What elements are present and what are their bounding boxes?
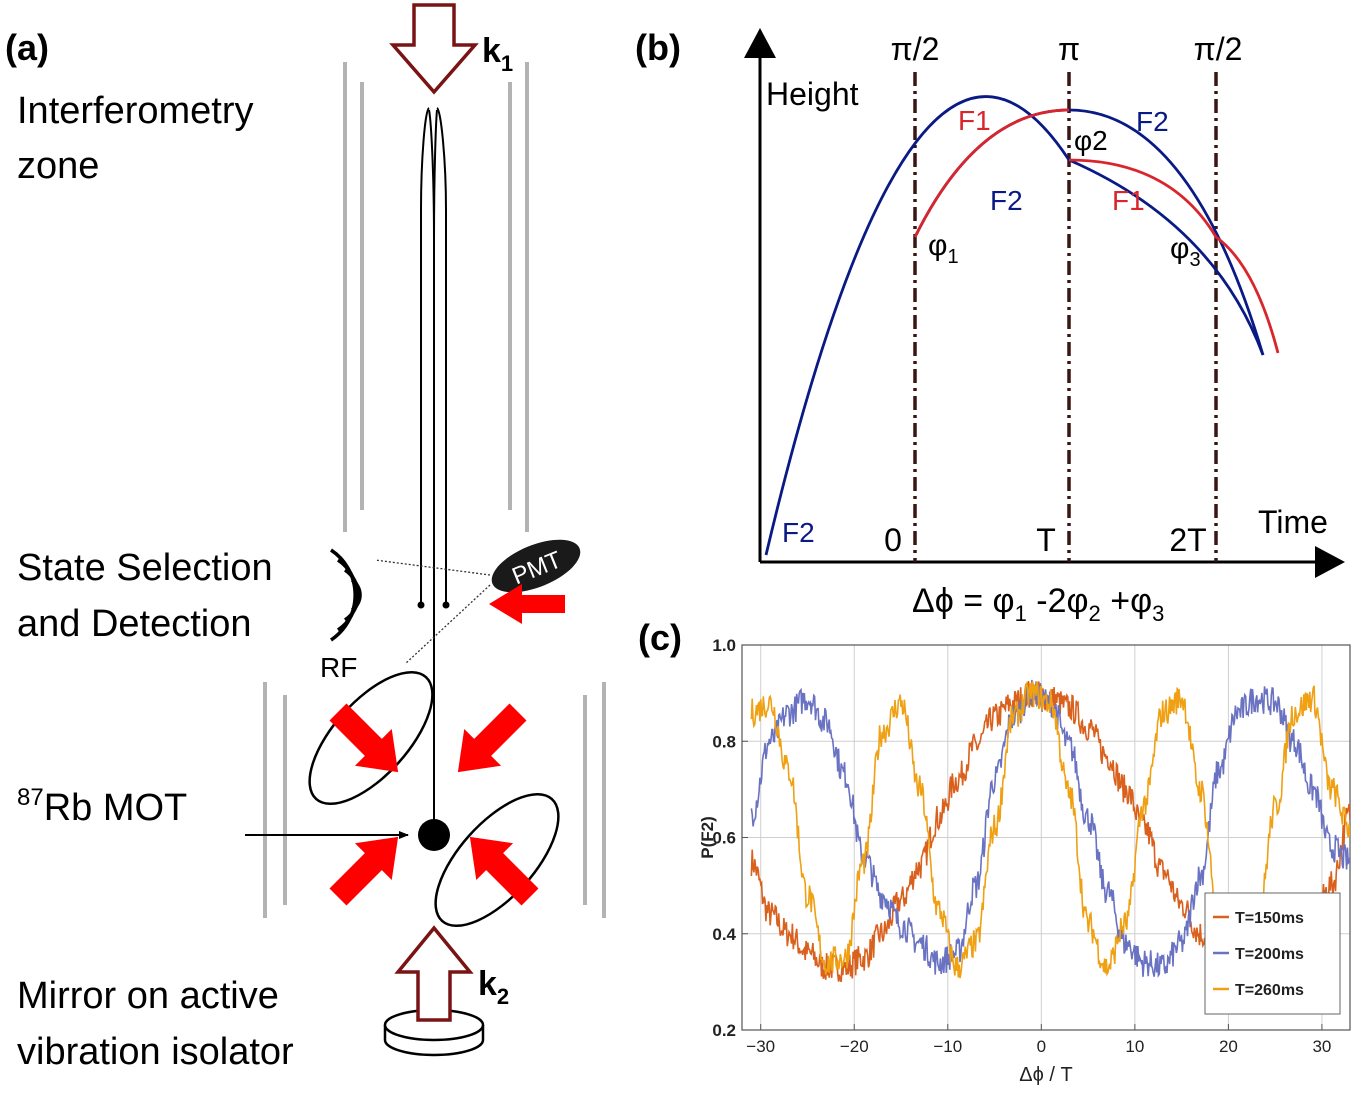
- selection-label-line1: State Selection: [17, 547, 273, 589]
- height-axis-arrowhead: [744, 28, 776, 58]
- time-label-T: T: [1036, 522, 1056, 558]
- selection-label-line2: and Detection: [17, 603, 252, 645]
- f2-lower-path: [764, 95, 1265, 556]
- phi3-label: φ3: [1170, 232, 1201, 271]
- legend-entry: T=260ms: [1235, 982, 1304, 999]
- mot-superscript: 87: [17, 784, 44, 811]
- x-tick-label: −10: [933, 1037, 962, 1056]
- pulse-label-3: π/2: [1194, 31, 1243, 67]
- y-tick-label: 0.8: [712, 732, 736, 751]
- mot-label: 87Rb MOT: [17, 784, 187, 829]
- detection-beam-arrow: [489, 584, 565, 624]
- x-tick-label: −30: [746, 1037, 775, 1056]
- k2-beam-arrow: [394, 925, 474, 1022]
- panel-a-label: (a): [5, 27, 49, 68]
- f2-label-middle-left: F2: [990, 185, 1023, 216]
- phi2-label: φ2: [1074, 125, 1108, 156]
- k2-label: k2: [478, 965, 509, 1009]
- x-tick-label: 20: [1219, 1037, 1238, 1056]
- f1-upper-path: [913, 108, 1070, 238]
- y-axis-label: P(F2): [698, 816, 717, 859]
- pmt-view-line-upper: [374, 559, 491, 576]
- y-tick-label: 0.4: [712, 925, 736, 944]
- detection-point-2: [442, 601, 450, 609]
- f2-label-upper-right: F2: [1136, 106, 1169, 137]
- phi1-label: φ1: [928, 229, 959, 268]
- height-axis-label: Height: [766, 76, 859, 112]
- f2-label-bottom: F2: [782, 517, 815, 548]
- x-tick-label: 0: [1037, 1037, 1046, 1056]
- y-tick-label: 0.6: [712, 829, 736, 848]
- y-tick-label: 0.2: [712, 1021, 736, 1040]
- zone-label-line2: zone: [17, 145, 99, 187]
- time-label-0: 0: [884, 522, 902, 558]
- phase-formula: Δϕ = φ1 -2φ2 +φ3: [912, 582, 1164, 626]
- panel-b: (b) Height Time π/2 π π/2 0 T 2T F1 F2 F…: [635, 27, 1345, 626]
- panel-a: (a) Interferometry zone State Selection …: [5, 3, 606, 1073]
- mirror-icon: [383, 1008, 485, 1057]
- time-axis-arrowhead: [1315, 546, 1345, 578]
- legend-entry: T=200ms: [1235, 946, 1304, 963]
- pmt-detector: [491, 539, 581, 593]
- x-tick-label: 10: [1125, 1037, 1144, 1056]
- detection-point-1: [417, 601, 425, 609]
- f1-label-upper-left: F1: [958, 105, 991, 136]
- panel-c-label: (c): [638, 617, 682, 658]
- trajectory-curves: [764, 95, 1280, 556]
- x-tick-label: 30: [1312, 1037, 1331, 1056]
- atom-trajectories: [420, 107, 447, 835]
- x-axis-label: Δϕ / T: [1019, 1064, 1072, 1086]
- rf-wave-icon: [330, 548, 362, 642]
- probability-chart: −30 −20 −10 0 10 20 30 0.2 0.4 0.6 0.8 1.0 Δϕ / T P(F…: [698, 636, 1351, 1086]
- mirror-label-line2: vibration isolator: [17, 1031, 294, 1073]
- panel-c: (c) −30 −20 −10 0 10 20 30 0.2 0.4 0.6 0.8 1.0 Δϕ / …: [638, 617, 1351, 1086]
- mot-cooling-beams: [329, 703, 539, 906]
- time-axis-label: Time: [1258, 504, 1328, 540]
- mirror-label-line1: Mirror on active: [17, 975, 279, 1017]
- k1-beam-arrow: [389, 3, 479, 95]
- x-tick-label: −20: [840, 1037, 869, 1056]
- pulse-label-1: π/2: [891, 31, 940, 67]
- y-tick-label: 1.0: [712, 636, 736, 655]
- f1-lower-path: [1068, 158, 1280, 354]
- pulse-label-2: π: [1058, 31, 1080, 67]
- mot-text: Rb MOT: [44, 787, 188, 829]
- pmt-view-line-lower: [404, 584, 491, 665]
- legend-entry: T=150ms: [1235, 910, 1304, 927]
- tube-walls: [263, 62, 606, 918]
- atom-cloud: [418, 819, 450, 851]
- k1-label: k1: [482, 32, 513, 76]
- zone-label-line1: Interferometry: [17, 90, 254, 132]
- pulse-lines: [913, 72, 1218, 562]
- f1-label-middle-right: F1: [1112, 185, 1145, 216]
- rf-label: RF: [320, 652, 357, 683]
- time-label-2T: 2T: [1169, 522, 1206, 558]
- panel-b-label: (b): [635, 27, 681, 68]
